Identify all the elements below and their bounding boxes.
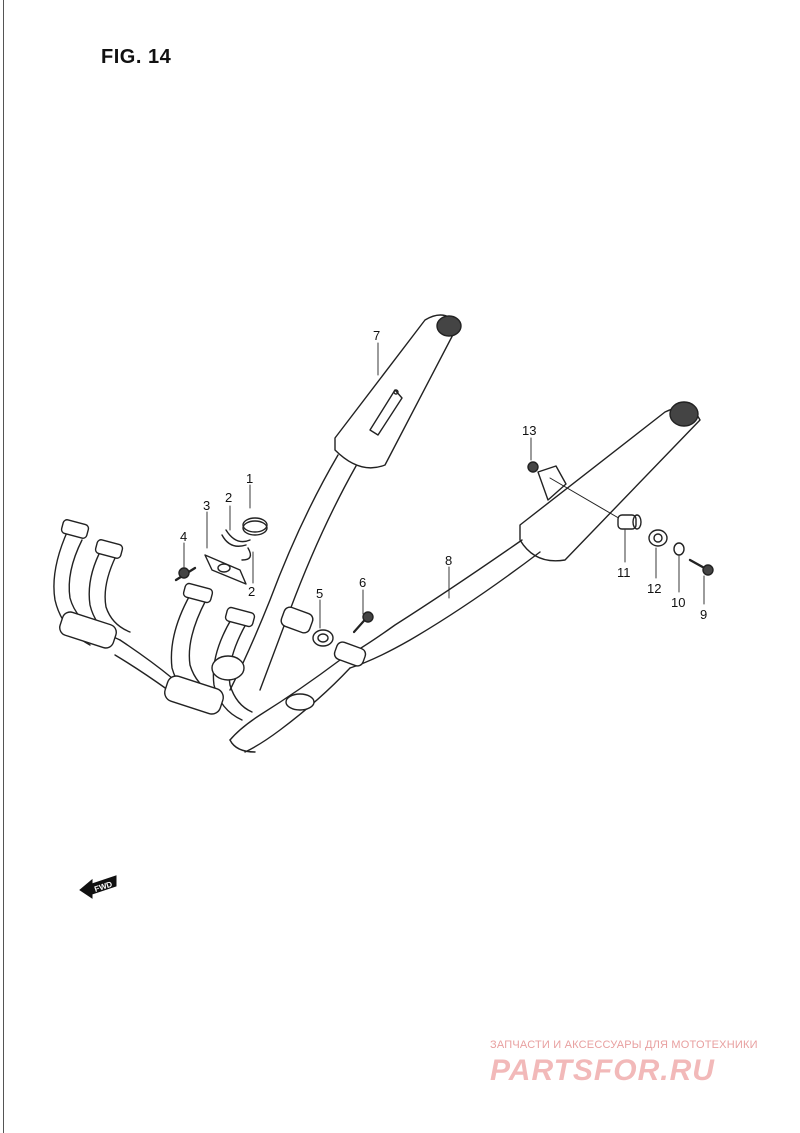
callout-11: 11 xyxy=(617,565,631,580)
callout-6: 6 xyxy=(359,575,366,590)
right-headers xyxy=(164,582,256,721)
callout-7: 7 xyxy=(373,328,380,343)
collector-pipe xyxy=(229,659,351,753)
scan-edge-line xyxy=(3,0,4,1133)
callout-4: 4 xyxy=(180,529,187,544)
lower-muffler xyxy=(519,401,701,562)
callout-3: 3 xyxy=(203,498,210,513)
muffler-mount-hardware xyxy=(527,461,714,576)
callout-labels: 7 8 1 2 2 3 4 5 6 13 11 12 10 9 xyxy=(180,328,707,622)
callout-5: 5 xyxy=(316,586,323,601)
upper-connecting-pipe xyxy=(229,454,357,691)
watermark-logo: PARTSFOR.RU xyxy=(490,1054,715,1087)
left-headers xyxy=(53,519,173,691)
callout-10: 10 xyxy=(671,595,685,610)
callout-9: 9 xyxy=(700,607,707,622)
callout-2-upper: 2 xyxy=(225,490,232,505)
upper-muffler xyxy=(334,314,462,469)
callout-8: 8 xyxy=(445,553,452,568)
watermark-subtitle: ЗАПЧАСТИ И АКСЕССУАРЫ ДЛЯ МОТОТЕХНИКИ xyxy=(490,1039,758,1051)
callout-1: 1 xyxy=(246,471,253,486)
callout-12: 12 xyxy=(647,581,661,596)
fwd-label: FWD xyxy=(93,880,113,894)
lower-connecting-pipe xyxy=(339,539,541,669)
pipe-joints xyxy=(280,606,374,667)
fwd-arrow: FWD xyxy=(79,875,117,899)
figure-title: FIG. 14 xyxy=(101,46,172,68)
callout-2-lower: 2 xyxy=(248,584,255,599)
header-hardware xyxy=(174,517,268,585)
callout-13: 13 xyxy=(522,423,536,438)
leader-lines xyxy=(183,342,705,629)
